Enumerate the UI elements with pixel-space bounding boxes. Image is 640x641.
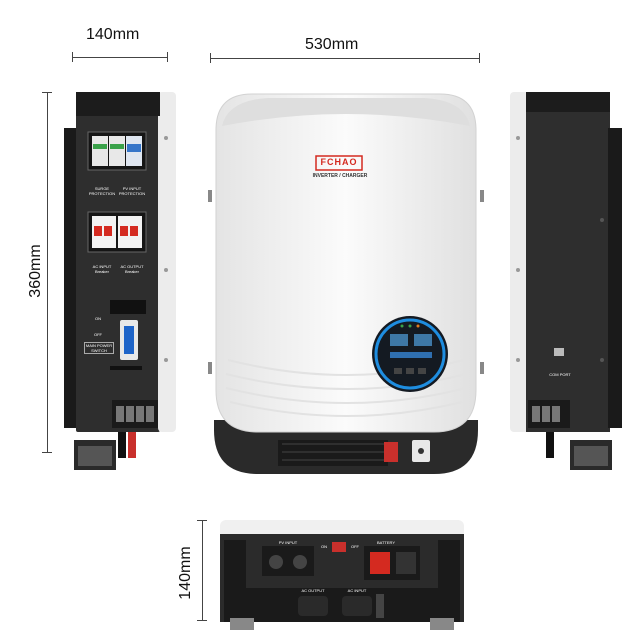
brand-logo: FCHAO — [320, 157, 358, 167]
bottom-body-graphic — [220, 520, 464, 630]
com-port-label: COM PORT — [549, 372, 571, 377]
switch-on-label: ON — [95, 316, 101, 321]
main-power-switch[interactable] — [120, 320, 138, 360]
battery-label: BATTERY — [376, 540, 396, 545]
pv-input-label: PV INPUT — [278, 540, 298, 545]
on-label: ON — [321, 544, 327, 549]
surge-protection-label: SURGE PROTECTION — [88, 186, 116, 196]
height-dimension-label: 360mm — [27, 244, 44, 298]
depth-tick-left — [72, 52, 73, 62]
width-dimension-label: 530mm — [305, 36, 359, 53]
bottom-depth-tick-top — [197, 520, 207, 521]
depth-dimension-line — [72, 57, 168, 58]
ac-input-breaker-label: AC INPUT Breaker — [92, 264, 112, 274]
height-tick-top — [42, 92, 52, 93]
ac-output-breaker-label: AC OUTPUT Breaker — [120, 264, 144, 274]
height-tick-bottom — [42, 452, 52, 453]
width-tick-left — [210, 53, 211, 63]
right-side-body-graphic — [510, 92, 622, 470]
left-side-body-graphic — [64, 92, 176, 470]
left-side-view: SURGE PROTECTION PV INPUT PROTECTION AC … — [62, 90, 178, 470]
lcd-display[interactable] — [372, 316, 448, 392]
bottom-depth-tick-bottom — [197, 620, 207, 621]
front-view: FCHAO INVERTER / CHARGER — [208, 90, 484, 476]
depth-tick-right — [167, 52, 168, 62]
switch-off-label: OFF — [94, 332, 102, 337]
bottom-depth-dimension-line — [202, 520, 203, 620]
depth-dimension-label: 140mm — [86, 26, 140, 43]
bottom-power-switch[interactable] — [332, 542, 346, 552]
width-dimension-line — [210, 58, 480, 59]
height-dimension-line — [47, 92, 48, 452]
off-label: OFF — [351, 544, 359, 549]
bottom-depth-dimension-label: 140mm — [177, 546, 194, 600]
front-body-graphic — [208, 93, 484, 474]
com-port[interactable] — [554, 348, 564, 356]
width-tick-right — [479, 53, 480, 63]
right-side-view: COM PORT — [508, 90, 626, 470]
product-name: INVERTER / CHARGER — [312, 173, 368, 179]
bottom-view: PV INPUT BATTERY ON OFF AC OUTPUT AC INP… — [216, 518, 468, 636]
main-power-switch-label: MAIN POWER SWITCH — [84, 342, 114, 354]
pv-input-protection-label: PV INPUT PROTECTION — [118, 186, 146, 196]
front-power-button[interactable] — [412, 440, 430, 462]
ac-output-label: AC OUTPUT — [301, 588, 325, 593]
ac-input-label: AC INPUT — [347, 588, 367, 593]
